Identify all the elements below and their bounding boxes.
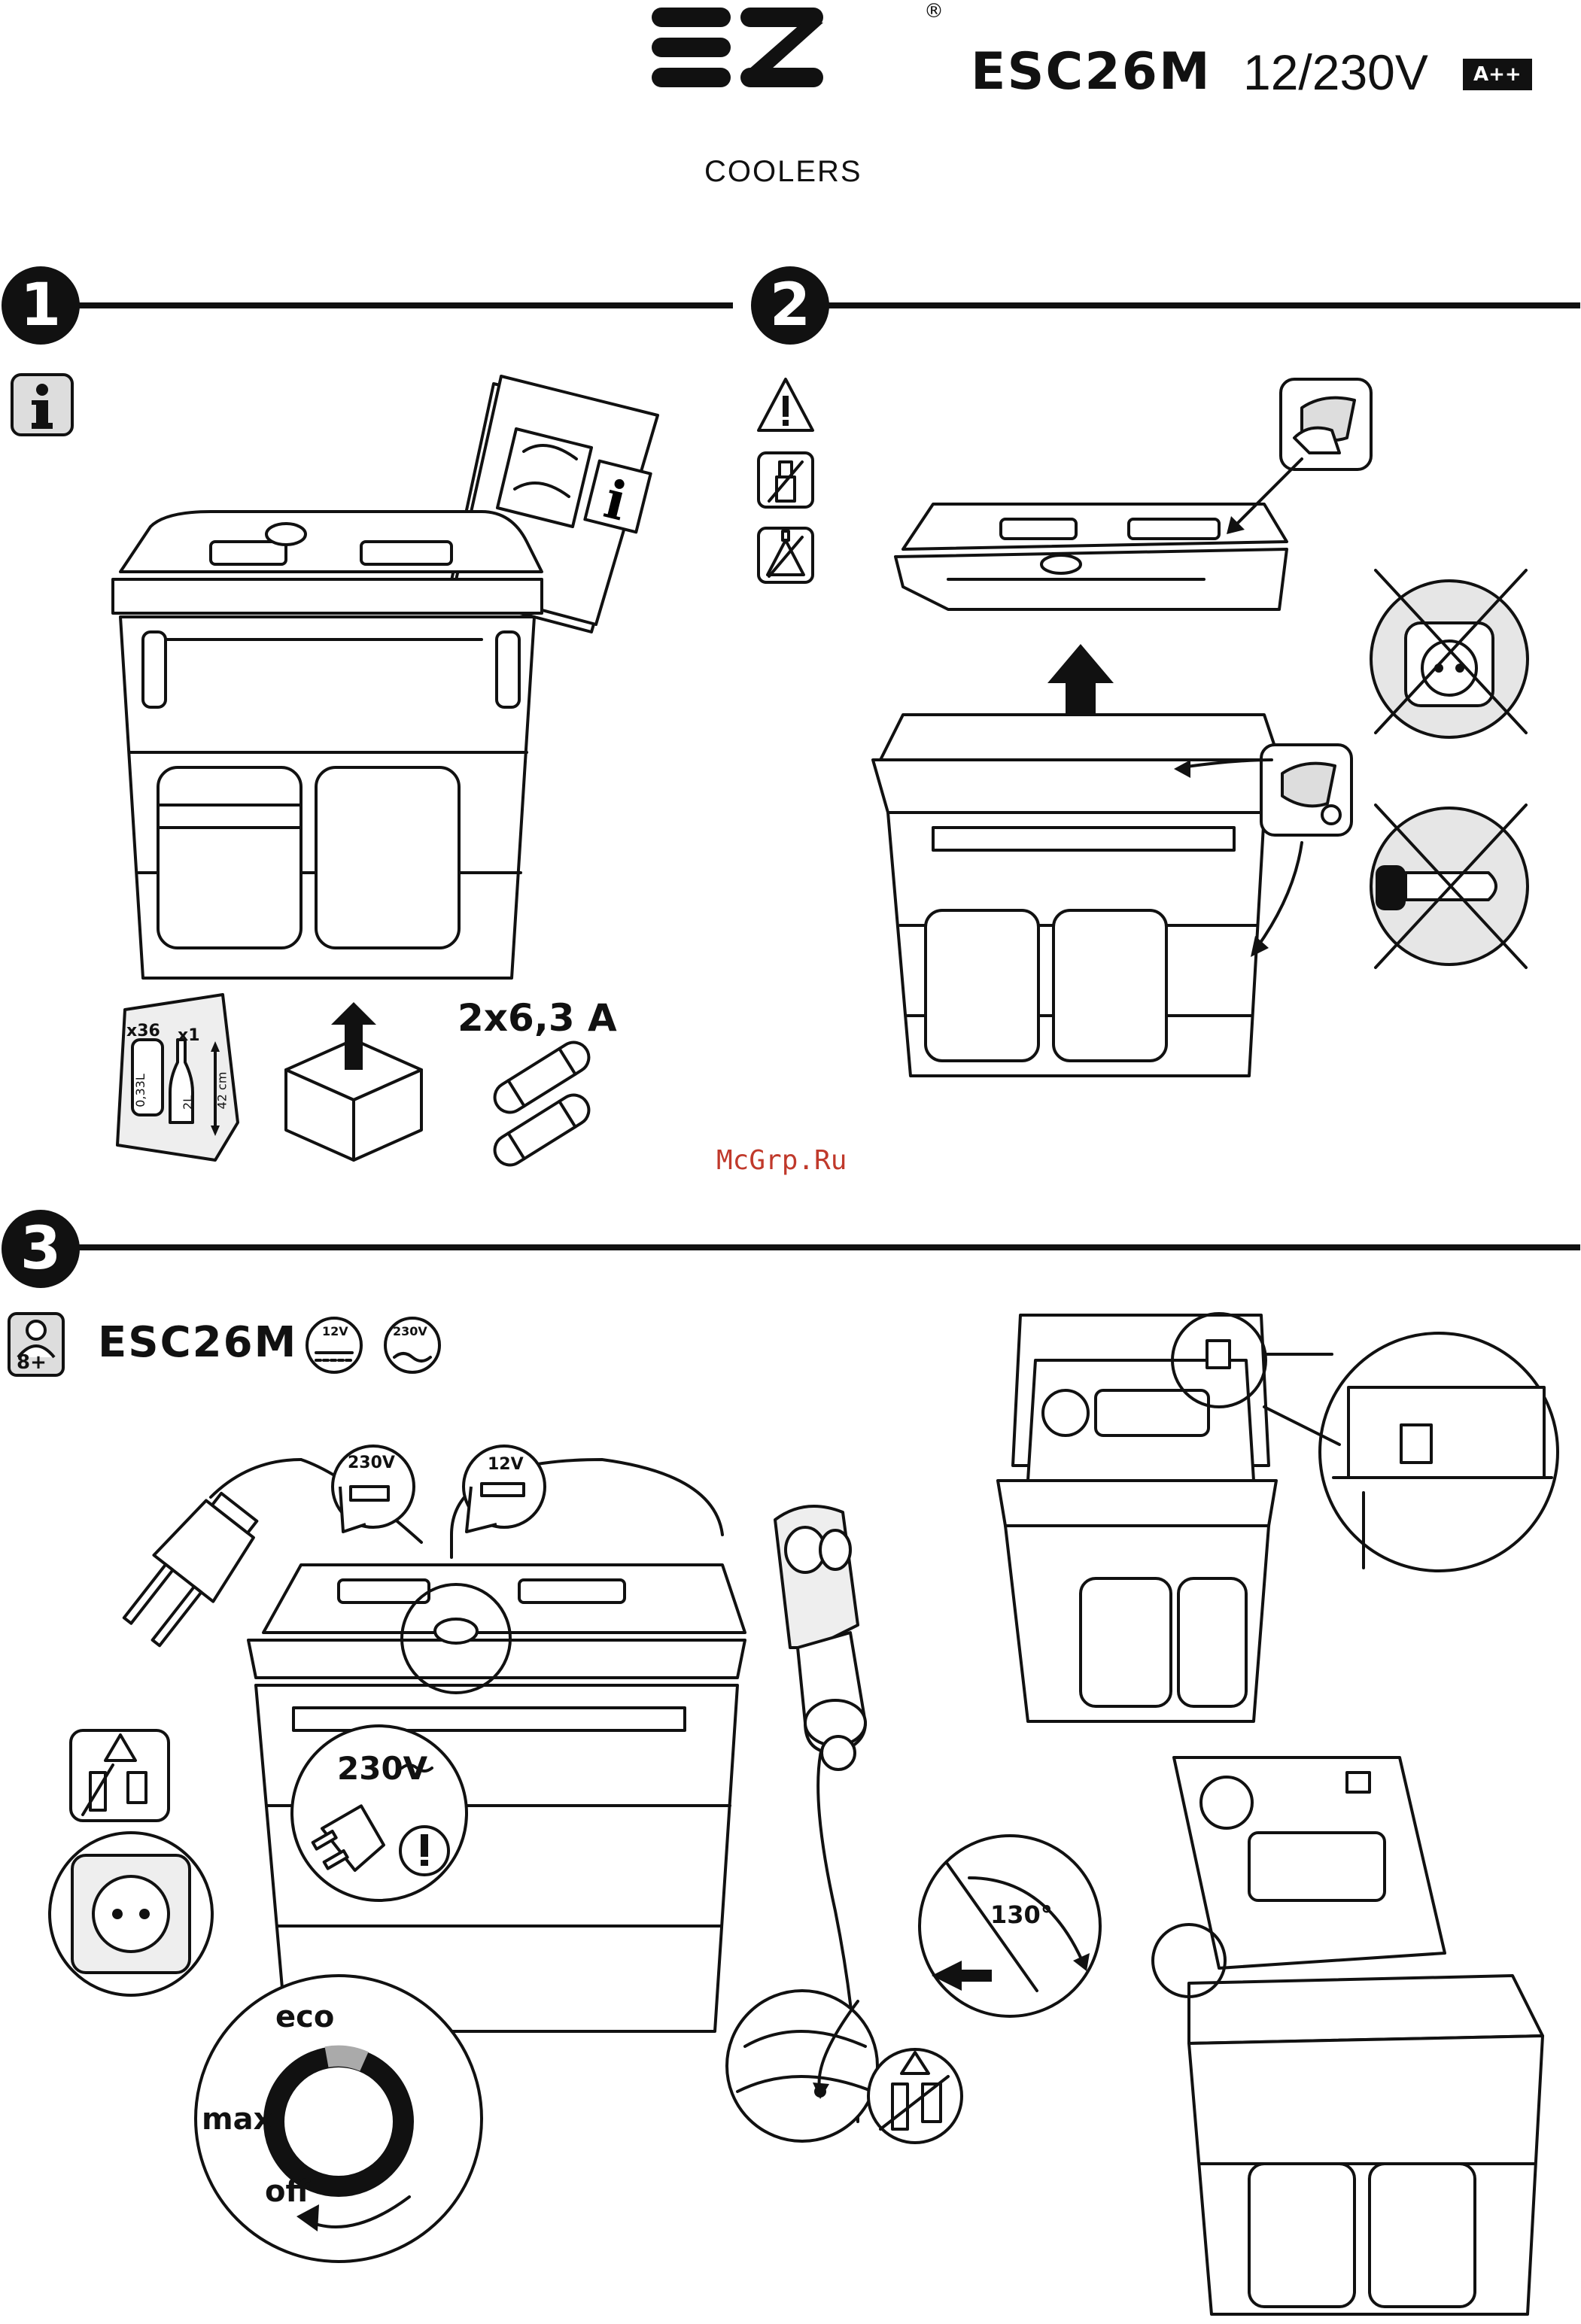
model-name: ESC26M (971, 42, 1212, 102)
step-1-rule (72, 302, 733, 308)
step-2-rule (823, 302, 1580, 308)
zoom-connector-lines (1219, 1332, 1370, 1482)
dial-eco-label: eco (275, 2000, 334, 2034)
angle-label: 130° (990, 1900, 1053, 1929)
230v-badge-label: 230V (393, 1324, 427, 1338)
plug-zoom-voltage: 230V (337, 1750, 427, 1787)
hinge-angle-zoom-circle (1150, 1921, 1233, 2004)
angle-130-zoom (917, 1833, 1112, 2028)
230v-bubble-label: 230V (348, 1454, 395, 1472)
age-label: 8+ (17, 1351, 47, 1374)
arrow-to-lid (1219, 451, 1370, 602)
12v-bubble-label: 12V (488, 1455, 524, 1474)
logo-subtitle: COOLERS (704, 155, 862, 189)
fuse-icon (474, 1047, 610, 1160)
warning-icon (756, 376, 816, 436)
arrow-wipe-out (1234, 835, 1324, 963)
step-3-model: ESC26M (98, 1318, 297, 1367)
bottle-volume: 2L (181, 1095, 195, 1110)
no-car-socket-icon (1361, 797, 1541, 978)
step-3-rule (72, 1244, 1580, 1250)
can-count: x36 (126, 1022, 160, 1040)
arrow-wipe-in (1159, 745, 1279, 805)
voltage-label: 12/230V (1243, 44, 1428, 101)
no-socket-icon (1361, 563, 1541, 743)
step-1-number: 1 (2, 266, 80, 345)
dial-zoom-circle (399, 1581, 519, 1702)
cooler-130-open-illustration (1159, 1742, 1565, 2314)
dial-max-label: max (202, 2102, 272, 2137)
step-3-number: 3 (2, 1210, 80, 1288)
watermark: McGrp.Ru (716, 1145, 847, 1176)
cooler-box-illustration (90, 482, 542, 993)
no-solvent-icon (757, 527, 817, 587)
car-socket-zoom (722, 1986, 888, 2152)
warning-plugs-icon (68, 1727, 173, 1825)
car-plug-warning-icon (865, 2046, 971, 2152)
info-icon (11, 373, 75, 438)
unpack-box-icon (278, 995, 429, 1160)
12v-car-plug-icon (760, 1497, 895, 1813)
can-volume: 0,33L (133, 1074, 147, 1107)
dial-off-label: off (265, 2174, 310, 2209)
registered-mark: ® (924, 0, 944, 23)
energy-class-badge: A++ (1463, 59, 1532, 90)
ez-logo (652, 8, 825, 90)
bottle-count: x1 (178, 1026, 200, 1045)
no-spray-icon (757, 451, 817, 512)
step-2-number: 2 (751, 266, 829, 345)
12v-badge-label: 12V (322, 1324, 348, 1338)
bottle-height: 42 cm (214, 1072, 229, 1110)
fuse-label: 2x6,3 A (458, 996, 617, 1040)
